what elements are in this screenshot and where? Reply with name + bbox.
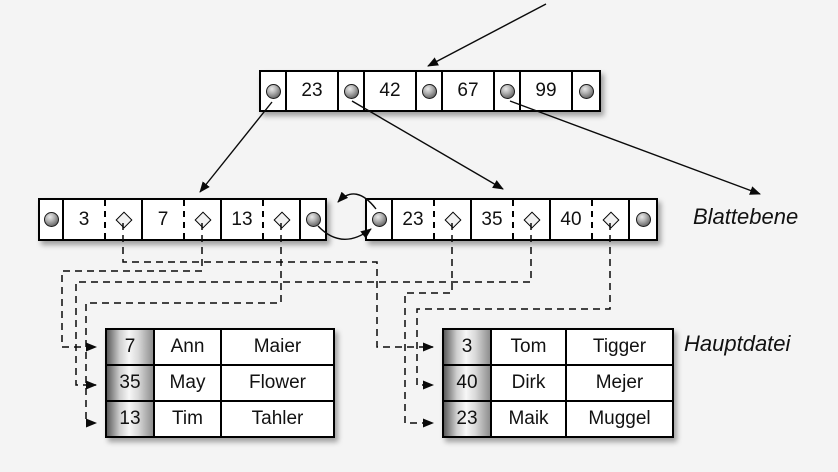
pointer-ball-icon bbox=[265, 83, 281, 99]
root-pointer-cell bbox=[417, 72, 443, 110]
table-row: 35 May Flower bbox=[105, 364, 335, 402]
record-pointer-diamond-icon bbox=[273, 211, 290, 228]
record-pointer-part bbox=[512, 200, 549, 239]
main-file-label: Hauptdatei bbox=[684, 331, 791, 356]
record-surname: Maier bbox=[220, 328, 335, 366]
leaf-key: 7 bbox=[157, 208, 169, 230]
record-pointer-part bbox=[104, 200, 141, 239]
record-firstname: Ann bbox=[153, 328, 222, 366]
record-pointer-part bbox=[433, 200, 470, 239]
main-file-table-left: 7 Ann Maier 35 May Flower 13 Tim Tahler bbox=[105, 328, 335, 438]
root-pointer-cell bbox=[573, 72, 599, 110]
pointer-ball-icon bbox=[43, 212, 59, 227]
leaf-key: 35 bbox=[481, 208, 503, 230]
pointer-ball-icon bbox=[305, 212, 321, 227]
leaf-key: 40 bbox=[560, 208, 582, 230]
leaf-key-cell: 13 bbox=[222, 200, 301, 239]
record-pointer-part bbox=[262, 200, 299, 239]
leaf-key-cell: 23 bbox=[393, 200, 472, 239]
record-surname: Flower bbox=[220, 364, 335, 402]
leaf-key: 3 bbox=[78, 208, 90, 230]
root-key-cell: 67 bbox=[443, 72, 495, 110]
root-key: 23 bbox=[301, 80, 323, 101]
table-row: 3 Tom Tigger bbox=[442, 328, 674, 366]
leaf-key-cell: 7 bbox=[143, 200, 222, 239]
root-pointer-cell bbox=[339, 72, 365, 110]
record-firstname: Tim bbox=[153, 400, 222, 438]
leaf-node-left: 3 7 13 bbox=[38, 198, 327, 241]
pointer-ball-icon bbox=[635, 212, 651, 227]
leaf-key-cell: 35 bbox=[472, 200, 551, 239]
leaf-key: 23 bbox=[402, 208, 424, 230]
table-row: 23 Maik Muggel bbox=[442, 400, 674, 438]
record-firstname: May bbox=[153, 364, 222, 402]
root-to-left-leaf-arrow bbox=[199, 101, 273, 193]
record-pointer-diamond-icon bbox=[523, 211, 540, 228]
root-pointer-cell bbox=[261, 72, 287, 110]
record-surname: Tigger bbox=[565, 328, 674, 366]
leaf-level-label: Blattebene bbox=[693, 204, 799, 229]
record-firstname: Dirk bbox=[490, 364, 567, 402]
main-file-table-right: 3 Tom Tigger 40 Dirk Mejer 23 Maik Mugge… bbox=[442, 328, 674, 438]
root-key: 99 bbox=[535, 80, 557, 101]
root-to-right-leaf-arrow bbox=[351, 100, 504, 190]
record-surname: Muggel bbox=[565, 400, 674, 438]
table-row: 40 Dirk Mejer bbox=[442, 364, 674, 402]
record-pointer-diamond-icon bbox=[115, 211, 132, 228]
record-pointer-diamond-icon bbox=[444, 211, 461, 228]
record-pointer-diamond-icon bbox=[194, 211, 211, 228]
leaf-pointer-cell bbox=[40, 200, 64, 239]
record-surname: Tahler bbox=[220, 400, 335, 438]
record-key: 23 bbox=[442, 400, 492, 438]
table-row: 13 Tim Tahler bbox=[105, 400, 335, 438]
root-to-next-leaf-arrow bbox=[509, 100, 761, 195]
root-key: 67 bbox=[457, 80, 479, 101]
leaf-pointer-cell bbox=[630, 200, 656, 239]
record-firstname: Maik bbox=[490, 400, 567, 438]
record-key: 7 bbox=[105, 328, 155, 366]
root-key-cell: 42 bbox=[365, 72, 417, 110]
root-pointer-cell bbox=[495, 72, 521, 110]
record-firstname: Tom bbox=[490, 328, 567, 366]
record-pointer-part bbox=[183, 200, 220, 239]
root-key-cell: 99 bbox=[521, 72, 573, 110]
leaf-pointer-cell bbox=[367, 200, 393, 239]
pointer-ball-icon bbox=[499, 83, 515, 99]
record-pointer-diamond-icon bbox=[602, 211, 619, 228]
leaf-key-cell: 3 bbox=[64, 200, 143, 239]
root-node: 23 42 67 99 bbox=[259, 70, 601, 112]
record-key: 35 bbox=[105, 364, 155, 402]
leaf-key-cell: 40 bbox=[551, 200, 630, 239]
table-row: 7 Ann Maier bbox=[105, 328, 335, 366]
record-key: 3 bbox=[442, 328, 492, 366]
record-key: 13 bbox=[105, 400, 155, 438]
record-key: 40 bbox=[442, 364, 492, 402]
pointer-ball-icon bbox=[343, 83, 359, 99]
pointer-ball-icon bbox=[371, 212, 387, 227]
record-pointer-part bbox=[591, 200, 628, 239]
pointer-ball-icon bbox=[578, 83, 594, 99]
leaf-key: 13 bbox=[231, 208, 253, 230]
record-surname: Mejer bbox=[565, 364, 674, 402]
root-key: 42 bbox=[379, 80, 401, 101]
leaf-node-right: 23 35 40 bbox=[365, 198, 658, 241]
pointer-ball-icon bbox=[421, 83, 437, 99]
leaf-pointer-cell bbox=[301, 200, 325, 239]
root-key-cell: 23 bbox=[287, 72, 339, 110]
incoming-root-arrow bbox=[427, 3, 547, 67]
